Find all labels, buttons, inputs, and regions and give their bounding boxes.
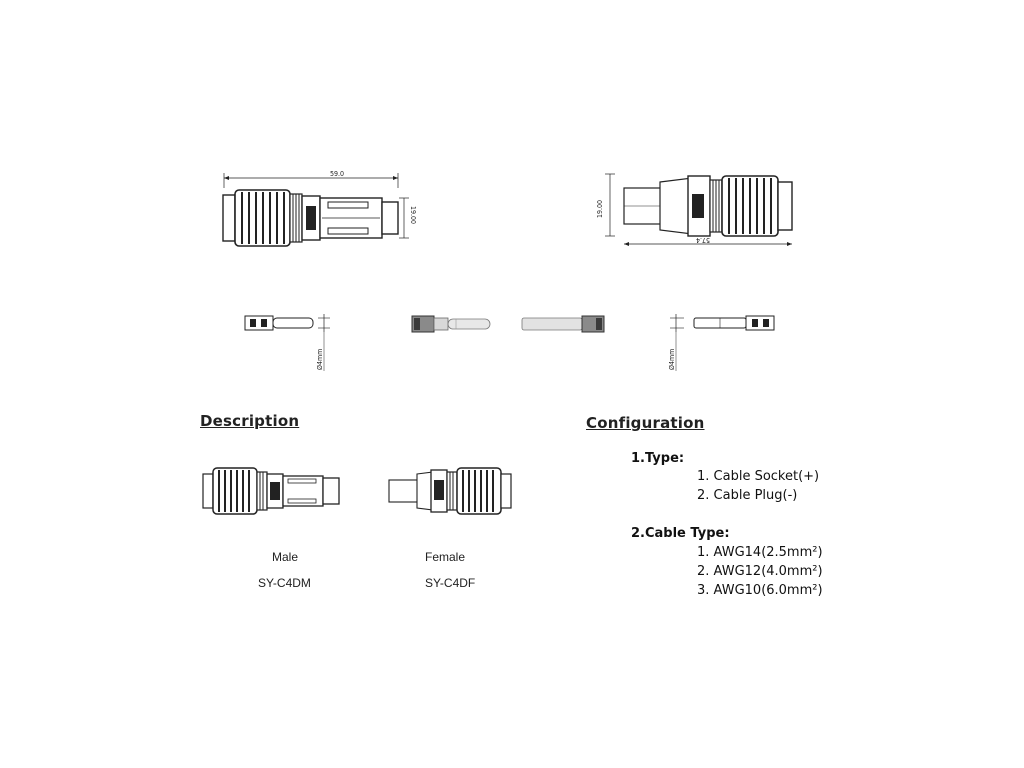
female-length-dimension: 57.4 [696, 236, 710, 244]
configuration-title: Configuration [586, 414, 705, 432]
female-diameter-dimension: 19.00 [596, 200, 604, 218]
male-model: SY-C4DM [258, 576, 311, 590]
female-connector-image [388, 467, 512, 515]
male-label: Male [272, 550, 299, 564]
cable-type-item: 3. AWG10(6.0mm²) [697, 583, 823, 598]
type-item: 2. Cable Plug(-) [697, 488, 798, 503]
type-item: 1. Cable Socket(+) [697, 469, 820, 484]
description-title: Description [200, 412, 300, 430]
cable-type-item: 2. AWG12(4.0mm²) [697, 564, 823, 579]
female-label: Female [425, 550, 466, 564]
male-pin-photo [411, 315, 491, 333]
cable-type-item: 1. AWG14(2.5mm²) [697, 545, 823, 560]
male-pin-drawing: Ø4mm [244, 314, 330, 371]
cable-type-heading: 2.Cable Type: [631, 526, 730, 541]
male-connector-image [202, 467, 340, 515]
male-length-dimension: 59.0 [330, 170, 344, 178]
type-heading: 1.Type: [631, 451, 685, 466]
female-pin-drawing: Ø4mm [668, 314, 775, 371]
male-diameter-dimension: 19.00 [409, 206, 417, 224]
female-pin-diameter: Ø4mm [668, 349, 676, 370]
female-model: SY-C4DF [425, 576, 476, 590]
male-connector-drawing: 59.0 19.00 [222, 170, 417, 247]
female-pin-photo [521, 315, 605, 333]
male-pin-diameter: Ø4mm [316, 349, 324, 370]
female-connector-drawing: 19.00 57.4 [596, 173, 793, 246]
